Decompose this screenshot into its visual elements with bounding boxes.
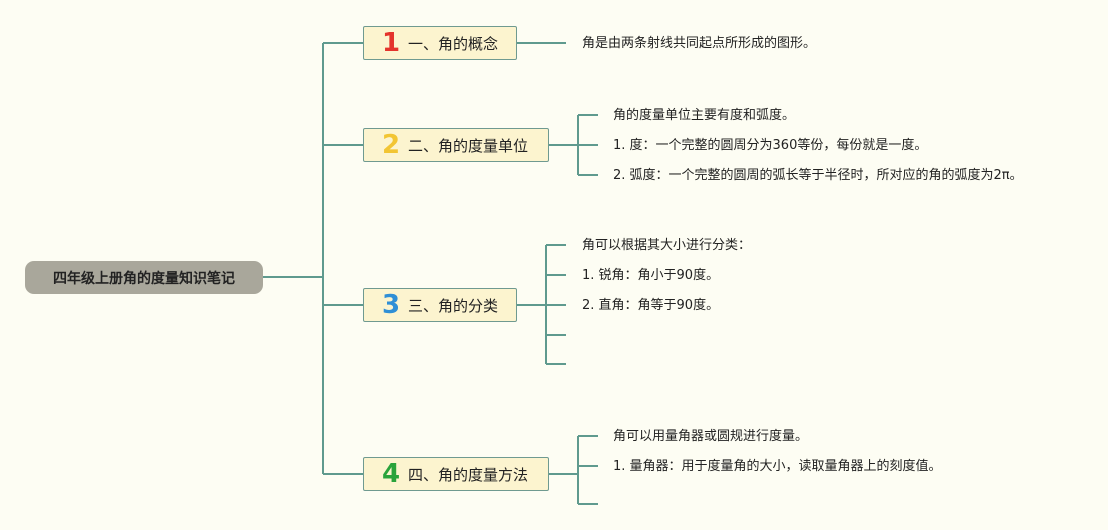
branch-label: 四、角的度量方法	[408, 465, 529, 484]
root-topic-label: 四年级上册角的度量知识笔记	[53, 270, 235, 287]
number-1-icon: 1	[381, 28, 401, 58]
leaf-class-intro[interactable]: 角可以根据其大小进行分类：	[582, 238, 752, 253]
branch-label: 二、角的度量单位	[408, 136, 529, 155]
leaf-method-protractor[interactable]: 1. 量角器：用于度量角的大小，读取量角器上的刻度值。	[613, 459, 942, 474]
leaf-method-intro[interactable]: 角可以用量角器或圆规进行度量。	[613, 429, 809, 444]
branch-label: 一、角的概念	[408, 34, 499, 53]
root-topic[interactable]: 四年级上册角的度量知识笔记	[25, 261, 263, 294]
branch-topic-1[interactable]: 1 一、角的概念	[363, 26, 517, 60]
leaf-unit-intro[interactable]: 角的度量单位主要有度和弧度。	[613, 108, 796, 123]
leaf-unit-radian[interactable]: 2. 弧度：一个完整的圆周的弧长等于半径时，所对应的角的弧度为2π。	[613, 168, 1023, 183]
leaf-class-acute[interactable]: 1. 锐角：角小于90度。	[582, 268, 720, 283]
branch-topic-4[interactable]: 4 四、角的度量方法	[363, 457, 549, 491]
number-3-icon: 3	[381, 290, 401, 320]
branch-label: 三、角的分类	[408, 296, 499, 315]
number-4-icon: 4	[381, 459, 401, 489]
branch-topic-3[interactable]: 3 三、角的分类	[363, 288, 517, 322]
branch-topic-2[interactable]: 2 二、角的度量单位	[363, 128, 549, 162]
number-2-icon: 2	[381, 130, 401, 160]
leaf-unit-degree[interactable]: 1. 度：一个完整的圆周分为360等份，每份就是一度。	[613, 138, 928, 153]
leaf-concept-definition[interactable]: 角是由两条射线共同起点所形成的图形。	[582, 36, 817, 51]
leaf-class-right[interactable]: 2. 直角：角等于90度。	[582, 298, 720, 313]
